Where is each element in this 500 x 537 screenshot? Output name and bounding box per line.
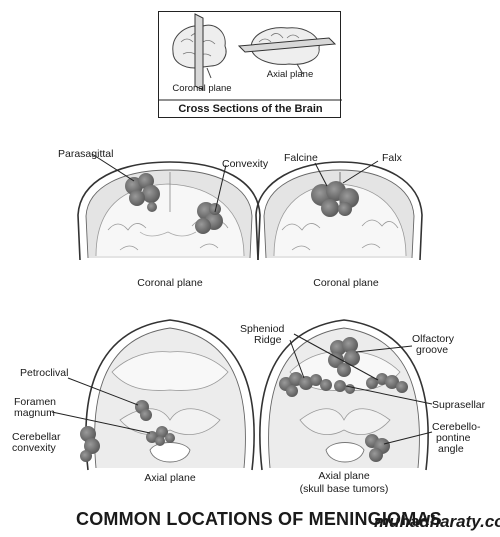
falcine-leader	[314, 162, 328, 187]
parasagittal-tumor	[125, 173, 160, 212]
foramen-label-line2: magnum	[14, 407, 55, 419]
inset-brains-illustration	[159, 13, 342, 101]
sphenoid-label-line1: Spheniod	[240, 323, 285, 335]
suprasellar-leader	[345, 385, 433, 405]
foramen-label-line1: Foramen	[14, 396, 57, 408]
cerebellar-label-line2: convexity	[12, 442, 56, 454]
suprasellar-label: Suprasellar	[432, 399, 486, 411]
olfactory-leader	[355, 345, 413, 353]
cerebellar-label-line1: Cerebellar	[12, 431, 61, 443]
petroclival-tumor	[135, 400, 152, 421]
axial-plane-label-right: Axial plane	[318, 470, 370, 482]
cp-angle-label-line3: angle	[438, 443, 464, 455]
petroclival-leader	[67, 377, 139, 406]
coronal-brain-icon	[172, 13, 227, 91]
cerebellar-convexity-tumor	[80, 426, 100, 462]
parasagittal-leader	[91, 153, 135, 182]
coronal-section-right	[255, 161, 423, 261]
sphenoid-label-line2: Ridge	[254, 334, 282, 346]
coronal-section-left	[77, 161, 261, 261]
olfactory-label-line2: groove	[416, 344, 449, 356]
coronal-plane-label-right: Coronal plane	[313, 277, 379, 289]
sphenoid-leader-left	[289, 339, 305, 379]
falcine-label: Falcine	[284, 152, 318, 164]
figure-title: COMMON LOCATIONS OF MENINGIOMAS	[76, 509, 442, 529]
watermark: muhadharaty.com	[374, 512, 500, 531]
coronal-plane-label-left: Coronal plane	[137, 277, 203, 289]
inset-axial-label: Axial plane	[266, 69, 314, 80]
falx-label: Falx	[382, 152, 402, 164]
foramen-magnum-leader	[51, 411, 151, 434]
olfactory-label-line1: Olfactory	[412, 333, 455, 345]
cp-angle-label-line2: pontine	[436, 432, 471, 444]
sphenoid-leader-right	[293, 333, 379, 381]
falx-leader	[342, 160, 379, 184]
convexity-tumor	[195, 202, 223, 234]
cp-angle-leader	[383, 431, 433, 445]
axial-section-left	[85, 319, 255, 471]
falcine-tumor	[311, 181, 359, 217]
cerebellopontine-angle-tumor	[365, 434, 390, 462]
convexity-label: Convexity	[222, 158, 269, 170]
axial-brain-icon	[237, 27, 337, 75]
inset-caption: Cross Sections of the Brain	[178, 103, 323, 115]
parasagittal-label: Parasagittal	[58, 148, 114, 160]
olfactory-groove-tumor	[328, 337, 360, 377]
cross-sections-inset: Coronal plane Axial plane Cross Sections…	[158, 11, 342, 118]
cp-angle-label-line1: Cerebello-	[432, 421, 481, 433]
inset-coronal-label: Coronal plane	[172, 83, 232, 94]
axial-plane-sublabel: (skull base tumors)	[299, 483, 389, 495]
foramen-magnum-tumor	[146, 426, 175, 446]
sphenoid-ridge-tumor	[279, 372, 408, 397]
petroclival-label: Petroclival	[20, 367, 69, 379]
axial-plane-label-left: Axial plane	[144, 472, 196, 484]
convexity-leader	[214, 164, 227, 213]
